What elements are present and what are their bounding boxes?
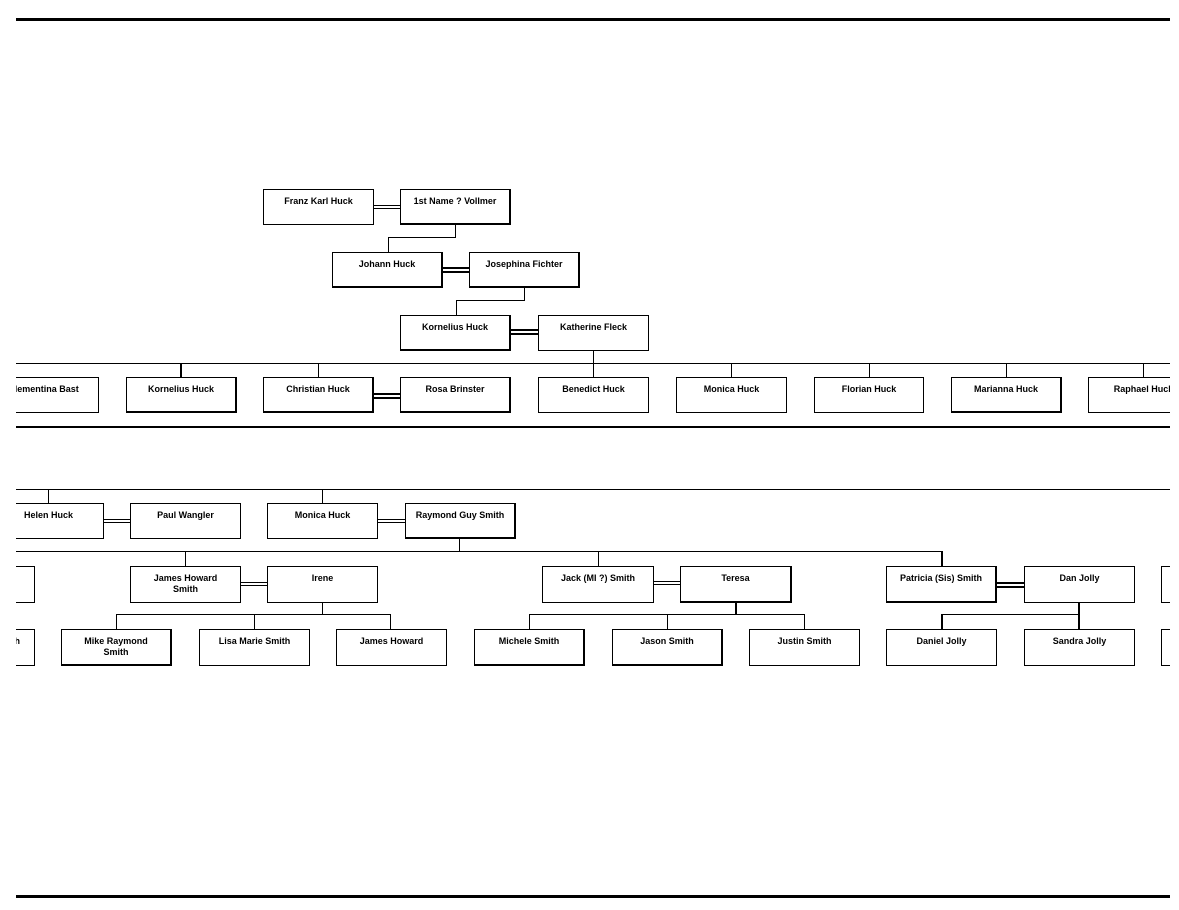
descent-line: [941, 614, 943, 629]
children-bar: [116, 614, 391, 615]
descent-line: [593, 351, 594, 364]
person-michele-smith[interactable]: Michele Smith: [474, 629, 585, 666]
person-raymond-guy-smith[interactable]: Raymond Guy Smith: [405, 503, 516, 539]
person-raphael-huck[interactable]: Raphael Huck: [1088, 377, 1179, 413]
children-bar: [941, 614, 1080, 615]
descent-line: [1078, 602, 1080, 615]
person-sandra-jolly[interactable]: Sandra Jolly: [1024, 629, 1135, 666]
person-marianna-huck[interactable]: Marianna Huck: [951, 377, 1062, 413]
person-monica-huck[interactable]: Monica Huck: [267, 503, 378, 539]
descent-line: [254, 614, 255, 629]
marriage-line: [241, 585, 267, 586]
person-james-howard-smith[interactable]: James Howard Smith: [130, 566, 241, 603]
descent-line: [388, 237, 389, 252]
person-1st-name-vollmer[interactable]: 1st Name ? Vollmer: [400, 189, 511, 225]
descent-line: [456, 300, 525, 301]
person-patricia-smith[interactable]: Patricia (Sis) Smith: [886, 566, 997, 603]
person-rosa-brinster[interactable]: Rosa Brinster: [400, 377, 511, 413]
descent-line: [318, 363, 319, 377]
marriage-line: [374, 397, 400, 399]
person-paul-wangler[interactable]: Paul Wangler: [130, 503, 241, 539]
person-johann-huck[interactable]: Johann Huck: [332, 252, 443, 288]
descent-line: [322, 602, 323, 615]
marriage-line: [374, 208, 400, 209]
descent-line: [180, 363, 182, 377]
marriage-line: [443, 271, 469, 273]
person-james-howard[interactable]: James Howard: [336, 629, 447, 666]
marriage-line: [511, 333, 538, 335]
marriage-line: [374, 205, 400, 206]
section-divider-upper: [16, 426, 1170, 428]
section-divider-lower: [16, 489, 1170, 490]
person-helen-huck[interactable]: Helen Huck: [0, 503, 104, 539]
descent-line: [524, 288, 525, 301]
descent-line: [1078, 614, 1080, 629]
person-franz-karl-huck[interactable]: Franz Karl Huck: [263, 189, 374, 225]
descent-line: [322, 490, 323, 503]
marriage-line: [997, 586, 1024, 588]
marriage-line: [997, 582, 1024, 584]
person-irene[interactable]: Irene: [267, 566, 378, 603]
descent-line: [390, 614, 391, 629]
person-daniel-jolly[interactable]: Daniel Jolly: [886, 629, 997, 666]
marriage-line: [511, 329, 538, 331]
person-christian-huck[interactable]: Christian Huck: [263, 377, 374, 413]
descent-line: [667, 614, 668, 629]
descent-line: [455, 224, 456, 238]
descent-line: [598, 551, 599, 566]
marriage-line: [241, 582, 267, 583]
partial-name-text: h: [14, 636, 21, 646]
descent-line: [116, 614, 117, 629]
person-teresa[interactable]: Teresa: [680, 566, 792, 603]
descent-line: [456, 300, 457, 315]
descent-line: [804, 614, 805, 629]
marriage-line: [654, 581, 680, 582]
descent-line: [593, 363, 594, 377]
person-florian-huck[interactable]: Florian Huck: [814, 377, 924, 413]
right-margin: [1170, 0, 1179, 910]
descent-line: [185, 551, 186, 566]
left-margin: [0, 0, 16, 910]
marriage-line: [374, 393, 400, 395]
marriage-line: [654, 584, 680, 585]
marriage-line: [104, 519, 130, 520]
descent-line: [529, 614, 530, 629]
marriage-line: [104, 522, 130, 523]
person-lisa-marie-smith[interactable]: Lisa Marie Smith: [199, 629, 310, 666]
marriage-line: [378, 522, 405, 523]
person-josephina-fichter[interactable]: Josephina Fichter: [469, 252, 580, 288]
descent-line: [941, 551, 943, 566]
marriage-line: [378, 519, 405, 520]
person-katherine-fleck[interactable]: Katherine Fleck: [538, 315, 649, 351]
person-kornelius-huck-sr[interactable]: Kornelius Huck: [400, 315, 511, 351]
descent-line: [388, 237, 456, 238]
descent-line: [869, 363, 870, 377]
person-justin-smith[interactable]: Justin Smith: [749, 629, 860, 666]
bottom-page-rule: [16, 895, 1170, 898]
children-bar: [16, 551, 943, 552]
descent-line: [735, 602, 737, 615]
person-benedict-huck[interactable]: Benedict Huck: [538, 377, 649, 413]
person-monica-huck-top[interactable]: Monica Huck: [676, 377, 787, 413]
descent-line: [1006, 363, 1007, 377]
person-jack-smith[interactable]: Jack (MI ?) Smith: [542, 566, 654, 603]
descent-line: [459, 539, 460, 552]
person-jason-smith[interactable]: Jason Smith: [612, 629, 723, 666]
descent-line: [48, 490, 49, 503]
person-clementina-bast[interactable]: Clementina Bast: [0, 377, 99, 413]
person-dan-jolly[interactable]: Dan Jolly: [1024, 566, 1135, 603]
marriage-line: [443, 267, 469, 269]
person-mike-raymond-smith[interactable]: Mike Raymond Smith: [61, 629, 172, 666]
person-kornelius-huck-jr[interactable]: Kornelius Huck: [126, 377, 237, 413]
descent-line: [731, 363, 732, 377]
top-page-rule: [16, 18, 1170, 21]
descent-line: [1143, 363, 1144, 377]
